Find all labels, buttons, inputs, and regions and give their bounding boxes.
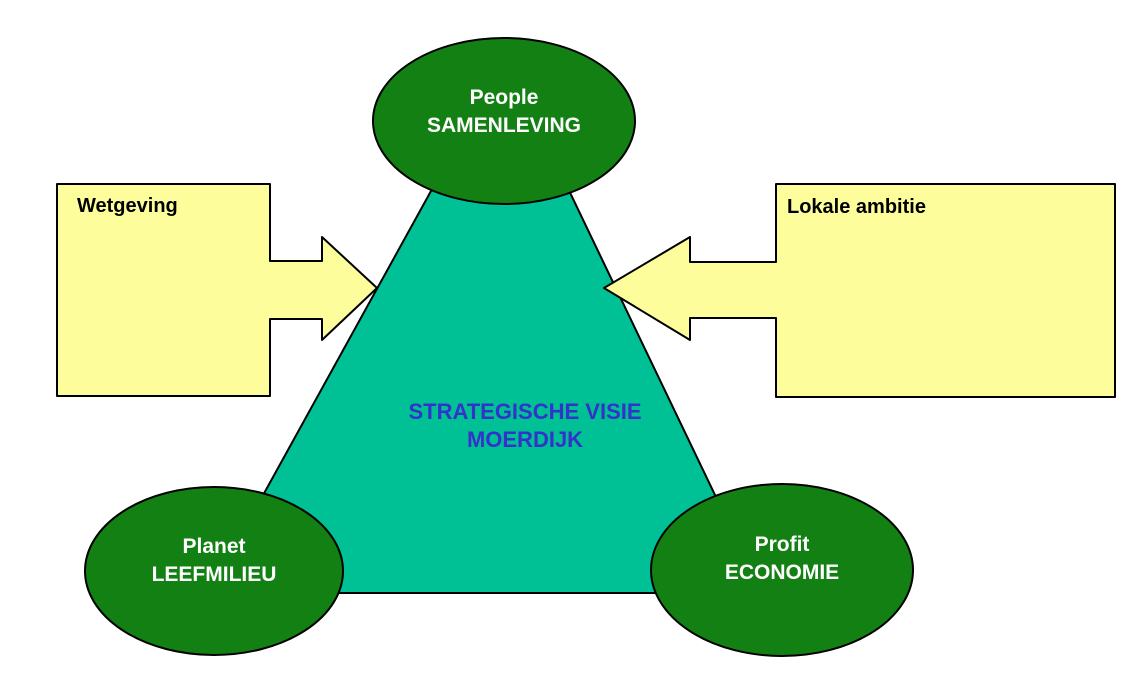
profit-ellipse <box>650 483 914 657</box>
people-label-line1: People <box>469 86 539 109</box>
strategic-vision-title: STRATEGISCHE VISIE MOERDIJK <box>345 398 705 454</box>
wetgeving-callout-shape <box>56 183 378 397</box>
people-label-line2: SAMENLEVING <box>426 114 581 137</box>
strategic-vision-title-line2: MOERDIJK <box>466 427 584 452</box>
planet-label-line2: LEEFMILIEU <box>151 563 277 586</box>
strategic-vision-triangle <box>208 56 763 594</box>
planet-label: Planet LEEFMILIEU <box>84 533 344 589</box>
people-label: People SAMENLEVING <box>374 84 634 140</box>
people-ellipse <box>372 37 636 205</box>
strategic-vision-title-line1: STRATEGISCHE VISIE <box>408 399 642 424</box>
planet-ellipse <box>84 486 344 656</box>
profit-label: Profit ECONOMIE <box>652 531 912 587</box>
profit-label-line1: Profit <box>754 533 810 556</box>
wetgeving-label: Wetgeving <box>77 195 178 217</box>
lokale-ambitie-callout-shape <box>603 183 1116 398</box>
planet-label-line1: Planet <box>182 535 246 558</box>
profit-label-line2: ECONOMIE <box>724 561 840 584</box>
lokale-ambitie-label: Lokale ambitie <box>787 196 926 218</box>
